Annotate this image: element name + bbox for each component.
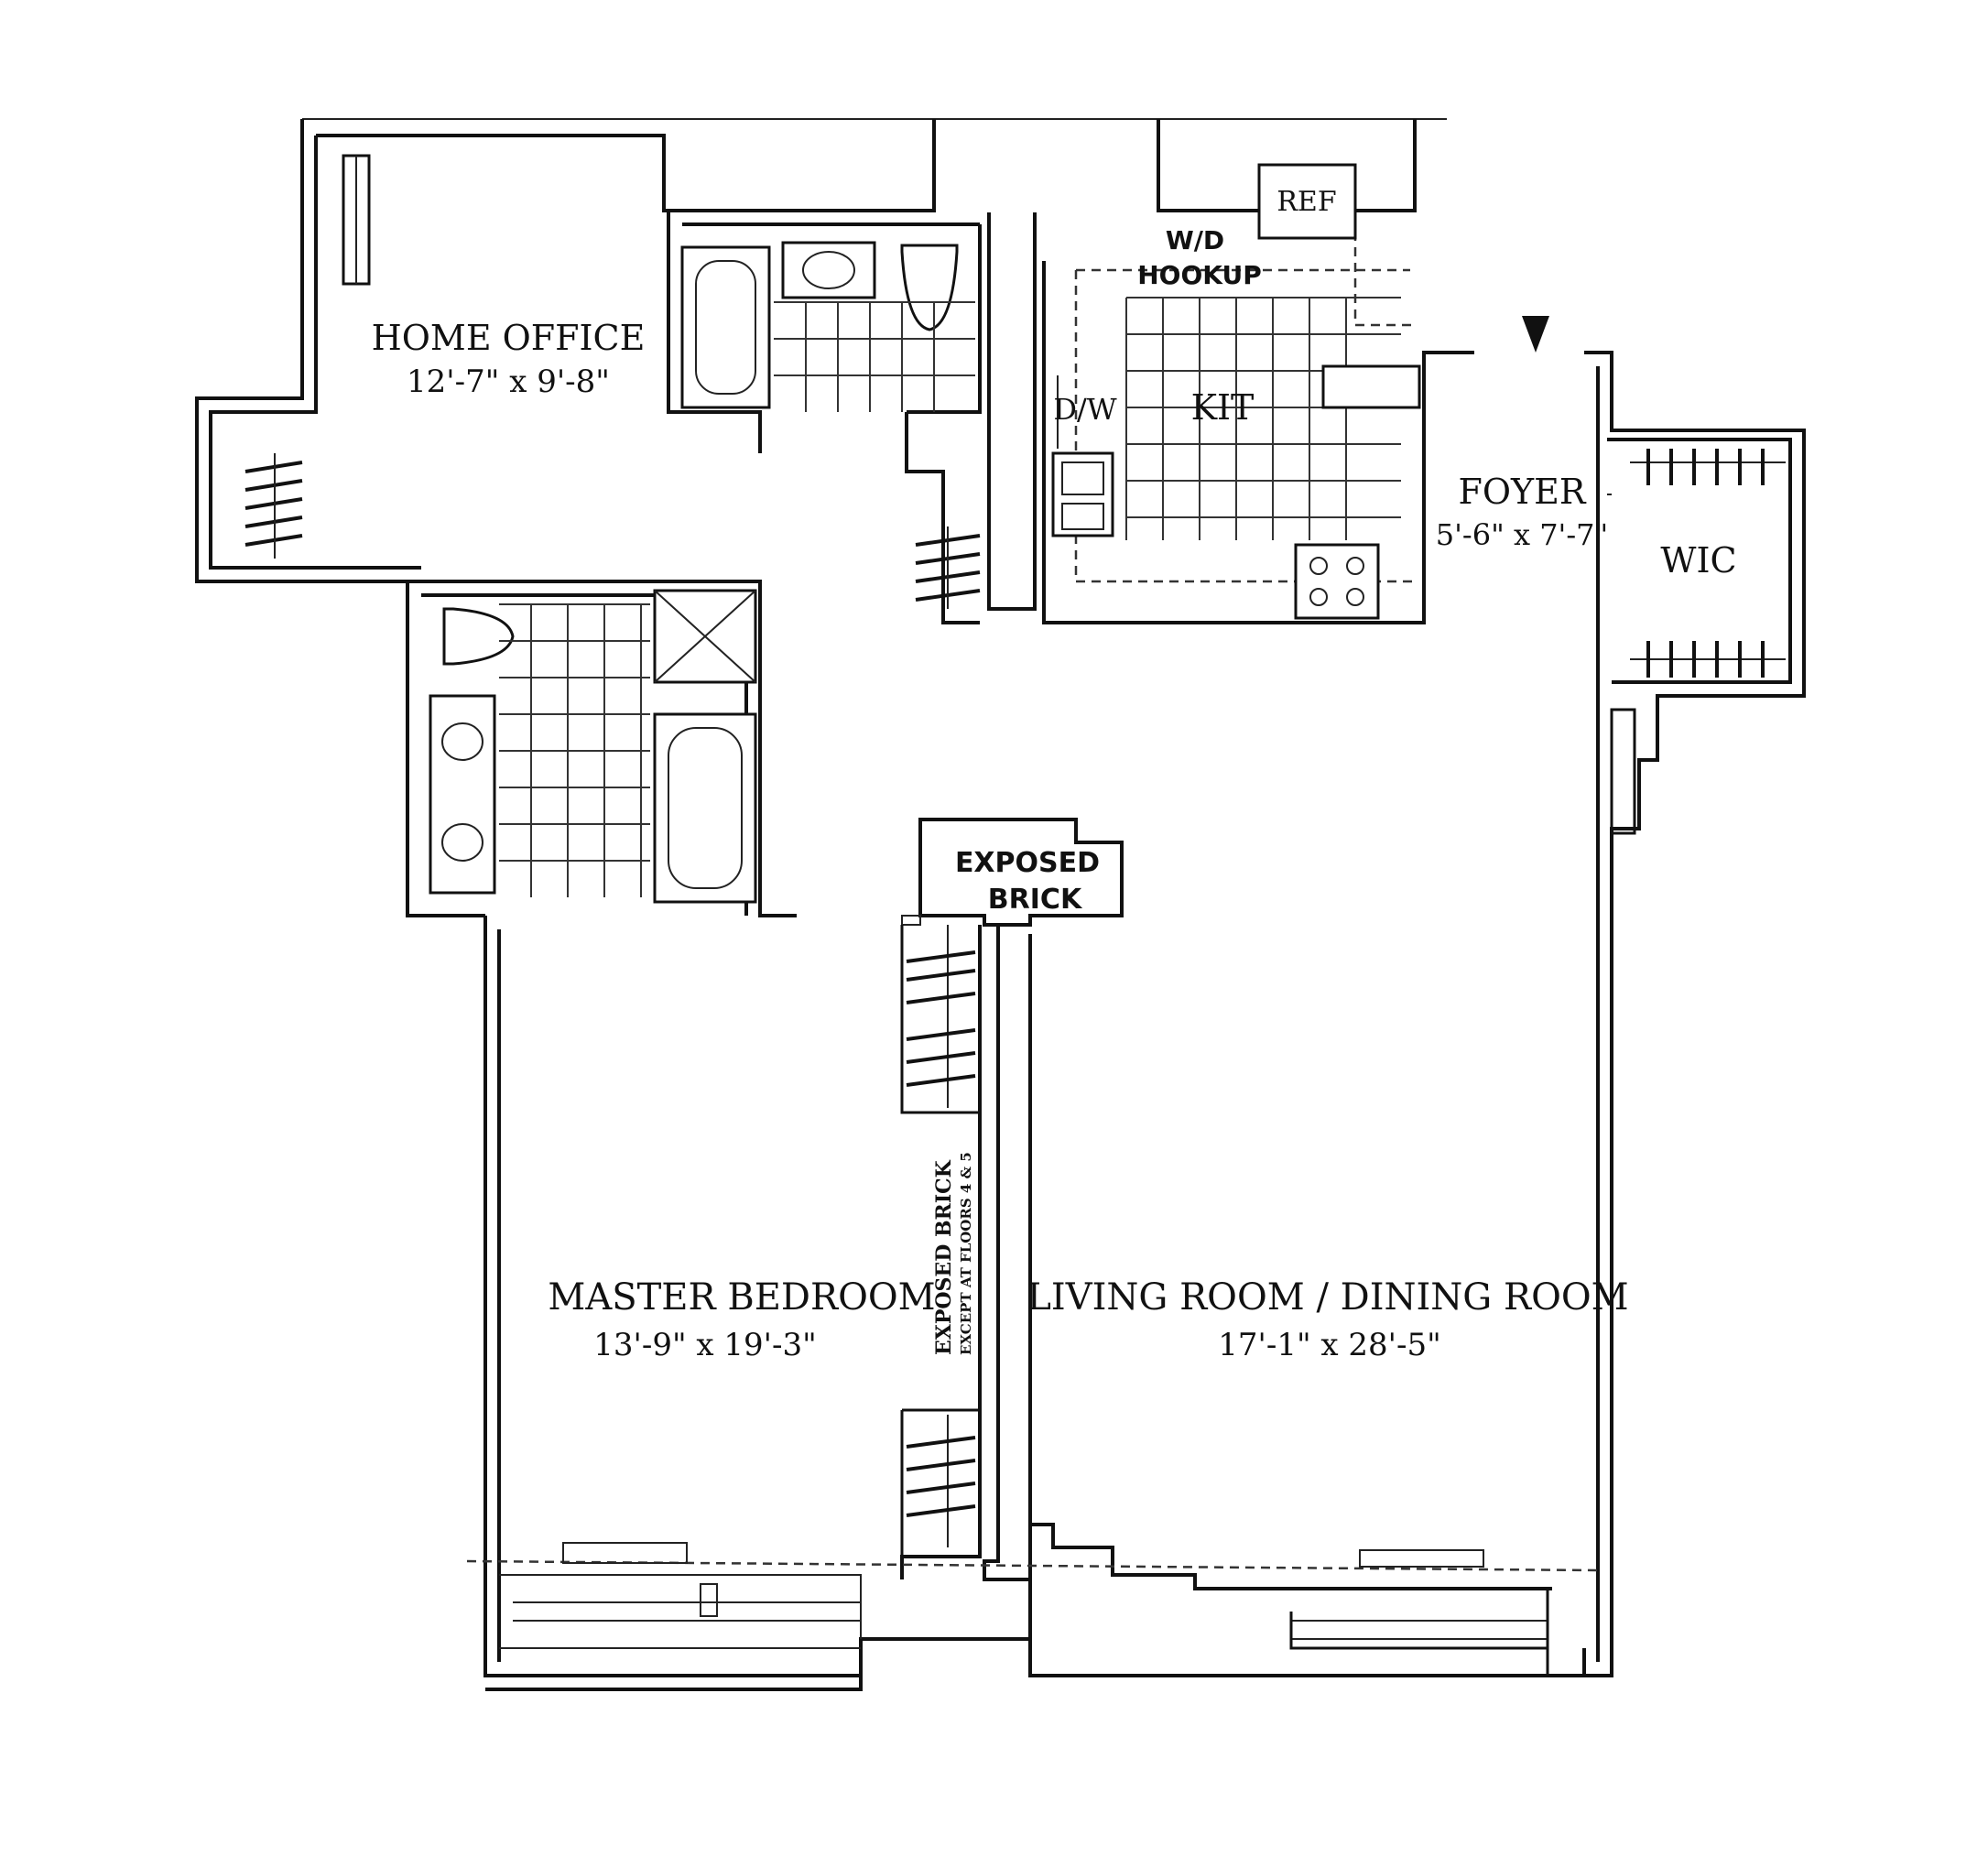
exposed-brick-line2: BRICK: [988, 884, 1083, 916]
wall-note-line1: EXPOSED BRICK: [932, 1159, 956, 1355]
toilet-icon: [900, 244, 959, 331]
living-dining-name: LIVING ROOM / DINING ROOM: [1027, 1276, 1628, 1319]
home-office-details: [244, 154, 371, 559]
hall-bath: [680, 241, 981, 609]
labels: HOME OFFICE 12'-7" x 9'-8" REF W/D HOOKU…: [372, 186, 1737, 1363]
master-bedroom-name: MASTER BEDROOM: [548, 1276, 935, 1319]
shower-icon: [653, 589, 757, 684]
bathtub-icon: [680, 245, 771, 409]
home-office-name: HOME OFFICE: [372, 318, 646, 358]
hanger-icon: [900, 925, 980, 1557]
refrigerator-label: REF: [1276, 186, 1336, 218]
living-dining-size: 17'-1" x 28'-5": [1218, 1327, 1441, 1363]
sink-icon: [1051, 451, 1114, 537]
dishwasher-label: D/W: [1053, 392, 1116, 427]
wall-note-line2: EXCEPT AT FLOORS 4 & 5: [958, 1152, 974, 1355]
kitchen-name: KIT: [1191, 387, 1255, 428]
home-office-size: 12'-7" x 9'-8": [407, 364, 610, 400]
sink-icon: [781, 241, 876, 299]
toilet-icon: [442, 607, 515, 666]
exposed-brick-line1: EXPOSED: [955, 847, 1100, 879]
foyer-name: FOYER: [1459, 472, 1587, 512]
sink-icon: [429, 694, 496, 895]
refrigerator: [1257, 163, 1357, 240]
walls: [195, 118, 1806, 1691]
foyer-size: 5'-6" x 7'-7": [1436, 517, 1608, 552]
hanger-icon: [915, 526, 981, 609]
arrow-down-icon: [1522, 316, 1549, 353]
wd-label-line1: W/D: [1166, 225, 1224, 255]
master-bath: [429, 589, 757, 904]
hanger-icon: [244, 453, 303, 559]
master-bedroom-size: 13'-9" x 19'-3": [593, 1327, 817, 1363]
stove-icon: [1294, 543, 1380, 620]
bathtub-icon: [653, 712, 757, 904]
wd-label-line2: HOOKUP: [1137, 260, 1262, 290]
wic-name: WIC: [1660, 540, 1736, 581]
kitchen-details: [1051, 163, 1549, 620]
hanger-icon: [1630, 449, 1786, 678]
